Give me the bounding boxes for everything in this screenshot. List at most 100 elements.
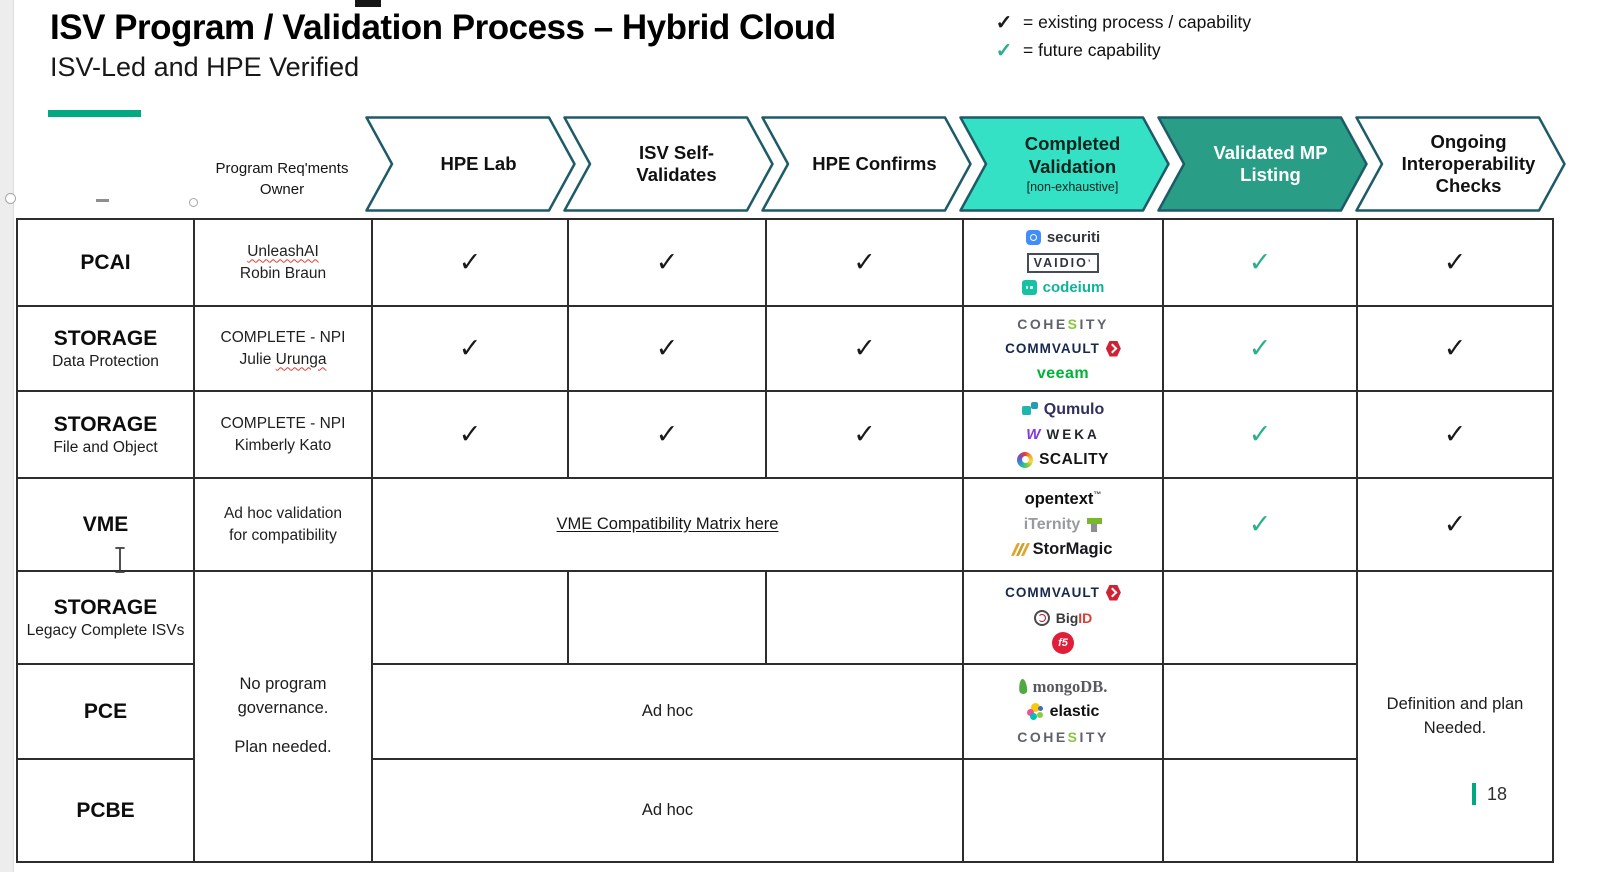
scality-logo-icon bbox=[1017, 451, 1034, 468]
isv-self-validates-cell: ✓ bbox=[567, 305, 767, 392]
validated-mp-listing-cell bbox=[1162, 570, 1358, 665]
selection-handle-icon bbox=[189, 198, 198, 207]
check-existing-icon: ✓ bbox=[853, 419, 876, 449]
opentext-logo: opentext bbox=[966, 487, 1160, 512]
scality-logo-text: SCALITY bbox=[1039, 450, 1109, 468]
validated-mp-listing-cell: ✓ bbox=[1162, 305, 1358, 392]
validated-mp-listing-cell bbox=[1162, 663, 1358, 760]
vme-compatibility-matrix-link[interactable]: VME Compatibility Matrix here bbox=[556, 515, 779, 533]
cohesity-logo: COHESITY bbox=[966, 311, 1160, 336]
program-subtitle: File and Object bbox=[53, 438, 158, 456]
cell-text-line: Plan needed. bbox=[234, 738, 332, 757]
commvault-logo-text: COMMVAULT bbox=[1005, 585, 1100, 600]
slide-number-accent-bar bbox=[1472, 783, 1476, 805]
completed-validation-cell bbox=[962, 758, 1164, 863]
check-future-icon: ✓ bbox=[1248, 247, 1272, 277]
iternity-logo: iTernity bbox=[966, 512, 1160, 537]
hpe-confirms-cell: ✓ bbox=[765, 390, 964, 479]
codeium-logo: codeium bbox=[966, 275, 1160, 300]
mongodb-logo-icon bbox=[1018, 678, 1028, 695]
iternity-logo-icon bbox=[1087, 517, 1103, 532]
legend-label-existing: = existing process / capability bbox=[1023, 11, 1252, 32]
codeium-logo-text: codeium bbox=[1042, 279, 1105, 296]
cohesity-logo-text: COHESITY bbox=[1017, 315, 1109, 332]
process-step-isv-self-validates: ISV Self-Validates bbox=[563, 116, 774, 212]
commvault-logo-icon bbox=[1105, 584, 1121, 601]
cell-text: Ad hoc bbox=[641, 801, 694, 819]
cell-text-line: No program bbox=[239, 674, 327, 693]
selection-dash-icon bbox=[96, 199, 109, 202]
vaidio-logo: VAIDIO bbox=[966, 250, 1160, 275]
commvault-logo-text: COMMVAULT bbox=[1005, 341, 1100, 356]
hpe-lab-cell: ✓ bbox=[371, 305, 569, 392]
hpe-confirms-cell: ✓ bbox=[765, 305, 964, 392]
weka-logo-icon: W bbox=[1026, 426, 1041, 443]
commvault-logo: COMMVAULT bbox=[966, 336, 1160, 361]
cell-text-line bbox=[197, 720, 369, 736]
legend-item-existing: ✓ = existing process / capability bbox=[993, 8, 1252, 36]
isv-self-validates-cell: ✓ bbox=[567, 218, 767, 307]
hpe-confirms-cell: ✓ bbox=[765, 218, 964, 307]
check-existing-icon: ✓ bbox=[853, 333, 876, 363]
cell-text-line: Definition and plan bbox=[1386, 694, 1524, 713]
check-existing-icon: ✓ bbox=[1443, 247, 1467, 277]
slide-edge-strip bbox=[0, 0, 14, 872]
program-title: PCAI bbox=[80, 250, 131, 274]
securiti-logo-icon bbox=[1025, 230, 1041, 245]
vaidio-logo-text: VAIDIO bbox=[1026, 252, 1100, 273]
ongoing-interoperability-cell: ✓ bbox=[1356, 218, 1554, 307]
veeam-logo-text: veeam bbox=[1036, 364, 1090, 382]
selection-handle-icon bbox=[5, 193, 16, 204]
mongodb-logo: mongoDB. bbox=[966, 674, 1160, 699]
scality-logo: SCALITY bbox=[966, 447, 1160, 472]
ongoing-interoperability-cell: ✓ bbox=[1356, 390, 1554, 479]
check-future-icon: ✓ bbox=[995, 39, 1013, 62]
check-existing-icon: ✓ bbox=[1443, 509, 1467, 539]
check-existing-icon: ✓ bbox=[995, 11, 1013, 34]
slide-subtitle: ISV-Led and HPE Verified bbox=[50, 52, 360, 82]
program-title: PCE bbox=[83, 699, 128, 723]
check-future-icon: ✓ bbox=[1248, 509, 1272, 539]
text-cursor-icon bbox=[115, 547, 125, 573]
check-existing-icon: ✓ bbox=[1443, 419, 1467, 449]
program-subtitle: Data Protection bbox=[52, 352, 159, 370]
securiti-logo: securiti bbox=[966, 225, 1160, 250]
check-existing-icon: ✓ bbox=[655, 247, 679, 277]
program-subtitle: Legacy Complete ISVs bbox=[26, 621, 185, 639]
legend: ✓ = existing process / capability ✓ = fu… bbox=[993, 8, 1252, 64]
ongoing-interoperability-cell: ✓ bbox=[1356, 477, 1554, 572]
program-title: VME bbox=[82, 512, 129, 536]
cell-text: Ad hoc bbox=[641, 702, 694, 720]
elastic-logo-icon bbox=[1026, 703, 1044, 720]
validated-mp-listing-cell: ✓ bbox=[1162, 218, 1358, 307]
slide-number: 18 bbox=[1472, 783, 1507, 805]
owner-column-header: Program Req'ments Owner bbox=[193, 158, 371, 200]
weka-logo-text: WEKA bbox=[1046, 427, 1100, 442]
hpe-lab-cell: ✓ bbox=[371, 218, 569, 307]
hpe-confirms-cell bbox=[765, 570, 964, 665]
hpe-lab-cell: Ad hoc bbox=[371, 758, 964, 863]
validated-mp-listing-cell: ✓ bbox=[1162, 477, 1358, 572]
check-existing-icon: ✓ bbox=[458, 247, 482, 277]
cell-text-line: Needed. bbox=[1423, 718, 1487, 737]
process-step-hpe-lab: HPE Lab bbox=[365, 116, 576, 212]
commvault-logo-icon bbox=[1105, 340, 1121, 357]
program-title: PCBE bbox=[76, 798, 135, 822]
f5-logo: f5 bbox=[966, 630, 1160, 655]
check-existing-icon: ✓ bbox=[1443, 333, 1467, 363]
program-cell-vme: VME bbox=[16, 477, 195, 572]
